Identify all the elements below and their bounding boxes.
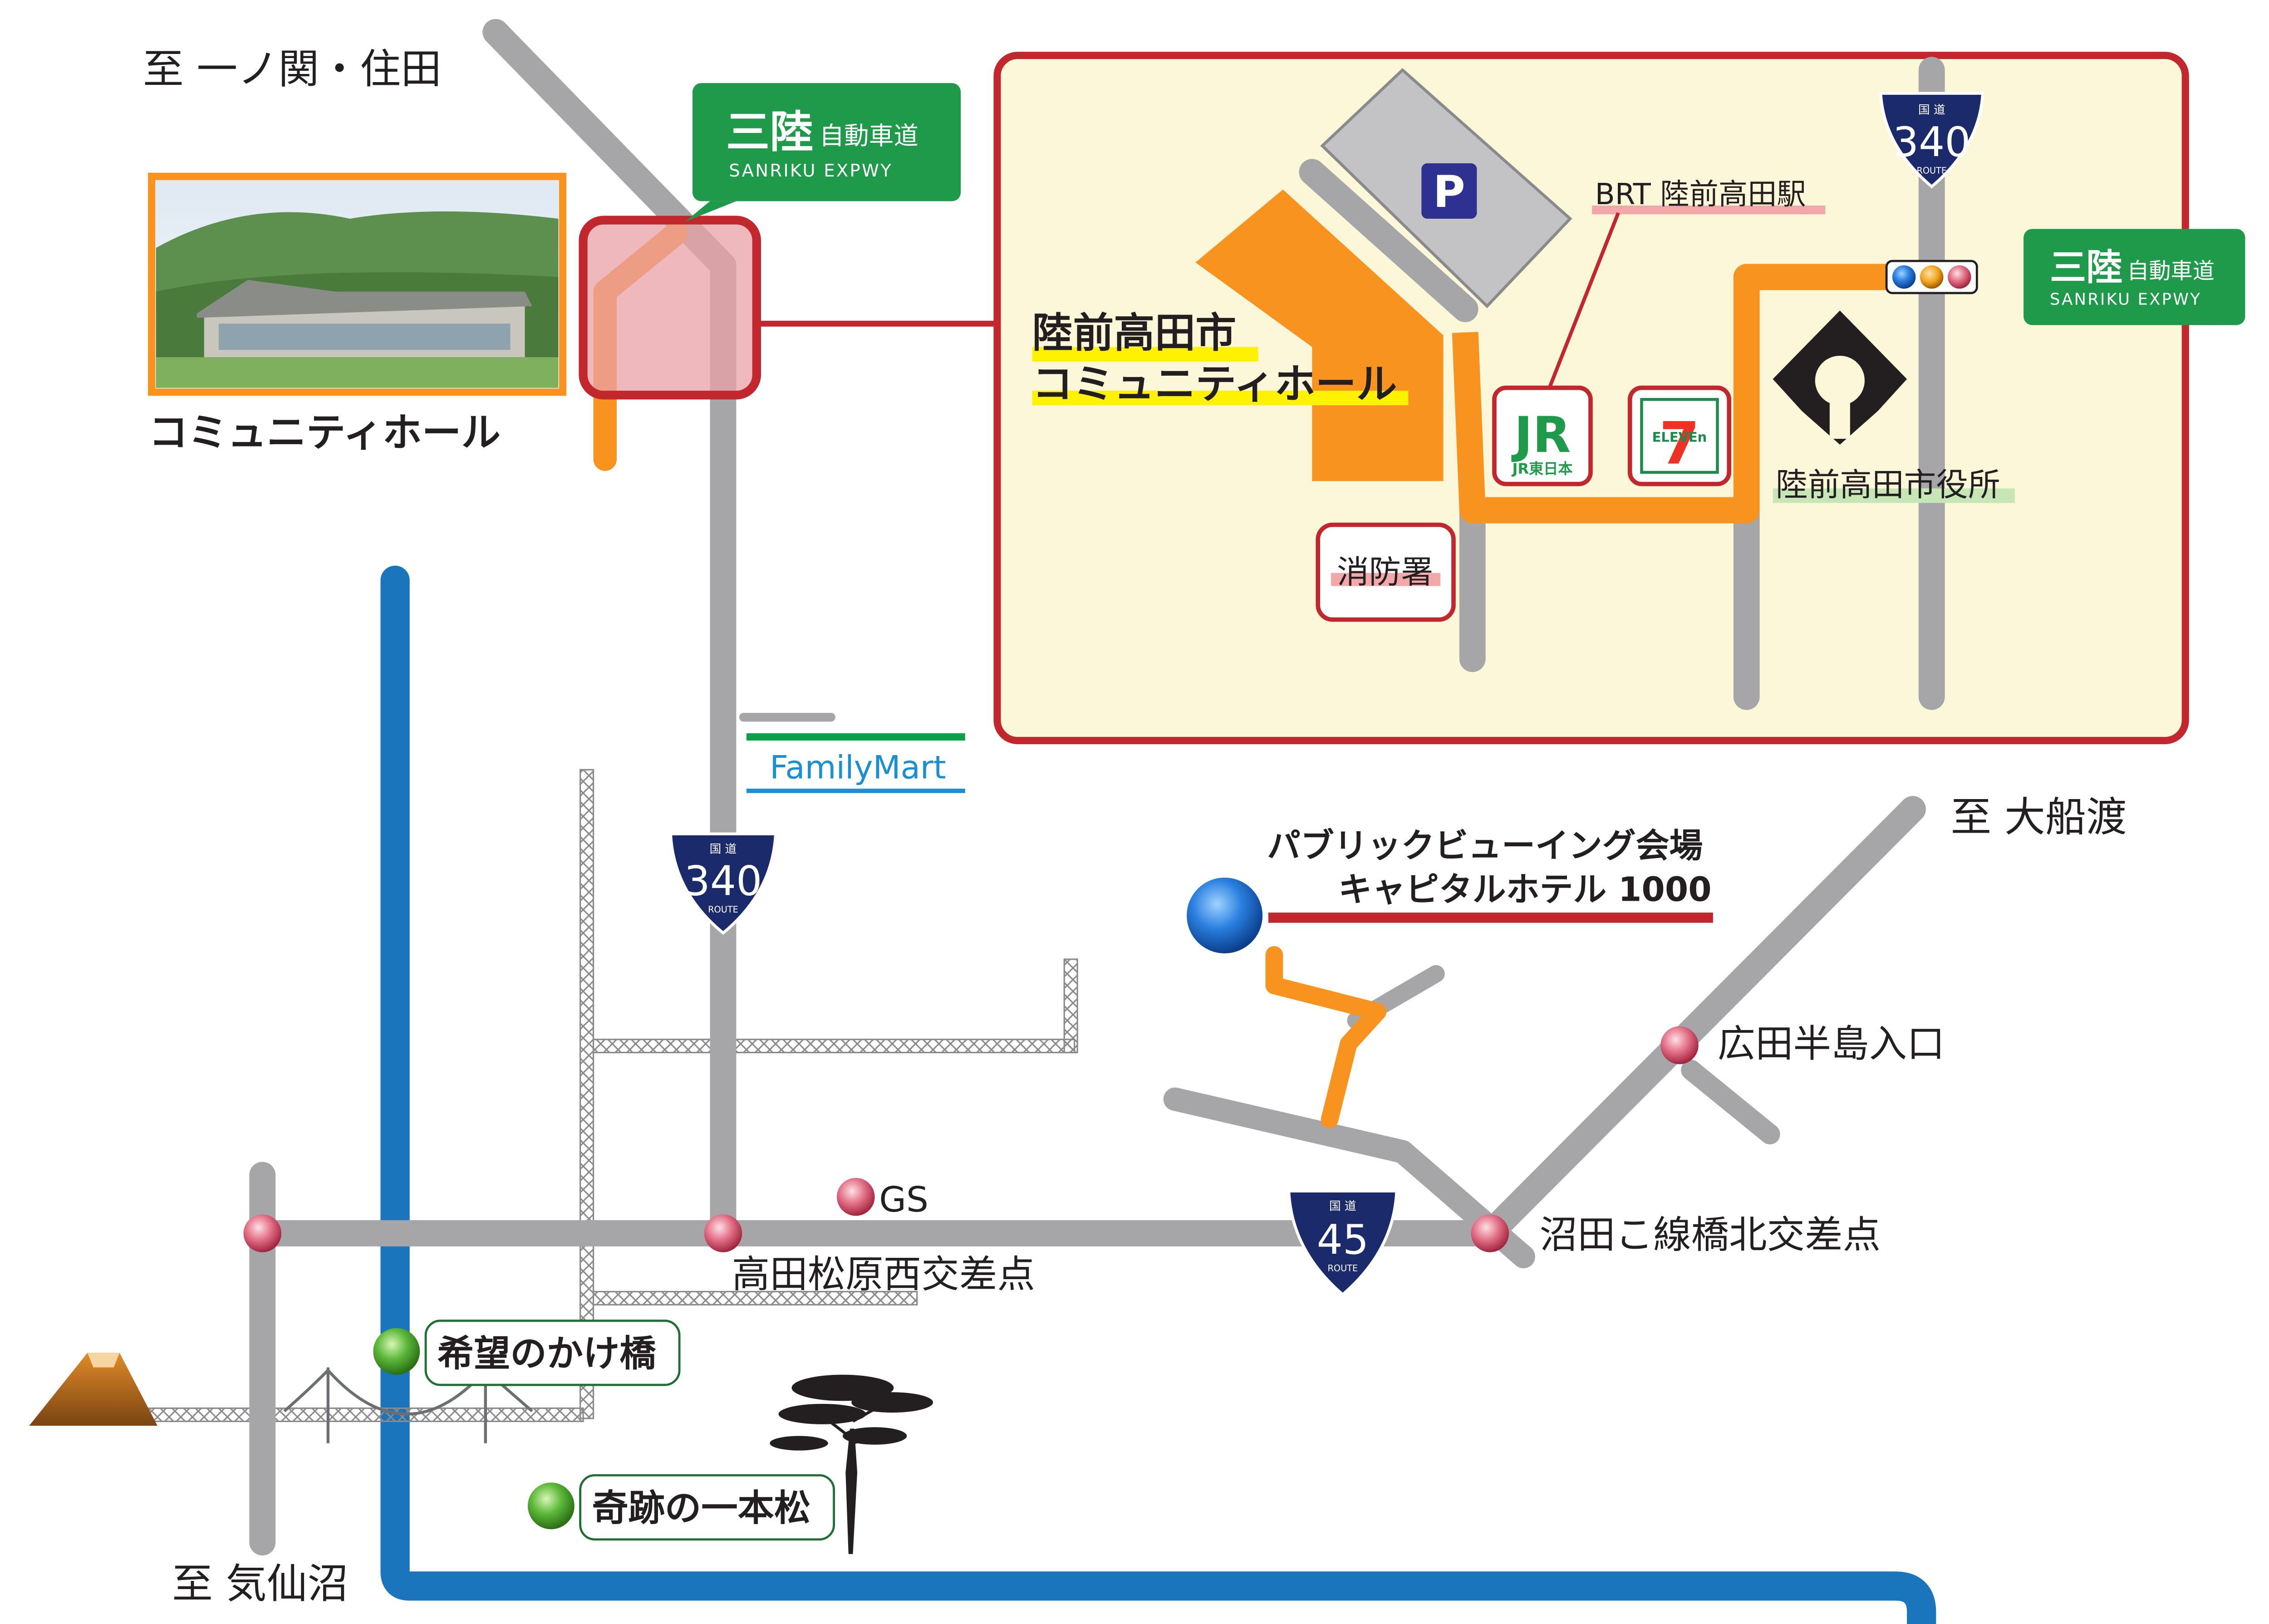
ippon-marker: 奇跡の一本松 [527,1474,835,1541]
parking-area: P [1320,68,1572,309]
svg-text:ELEVEn: ELEVEn [1652,429,1707,445]
svg-text:国 道: 国 道 [1329,1200,1356,1213]
direction-kesennuma: 至 気仙沼 [172,1560,348,1608]
expressway-name: 三陸 [726,107,814,158]
familymart-marker: FamilyMart [746,733,965,793]
svg-text:ROUTE: ROUTE [708,904,738,915]
expressway-name-en: SANRIKU EXPWY [729,161,893,181]
expressway-suffix: 自動車道 [820,121,918,150]
expressway-sign-left: 三陸 自動車道 SANRIKU EXPWY [685,83,961,222]
mountain-icon [29,1353,157,1426]
fire-station-text: 消防署 [1337,553,1433,591]
ippon-label: 奇跡の一本松 [592,1487,810,1529]
svg-text:340: 340 [1893,119,1971,166]
traffic-light-icon [1885,260,1978,294]
intersection-markers [243,1026,1699,1252]
pine-tree-icon [770,1374,933,1554]
city-hall-text: 陸前高田市役所 [1776,466,2000,503]
svg-text:JR: JR [1511,406,1571,464]
inset-map: P 陸前高田市 コミュニティホール BRT 陸前高田駅 JR JR東日本 7 E… [993,52,2189,745]
svg-text:7: 7 [1659,410,1699,478]
route-340-sign-inset: 国 道 340 ROUTE [1879,92,1984,189]
svg-text:JR東日本: JR東日本 [1511,460,1572,477]
svg-text:ROUTE: ROUTE [1916,165,1947,176]
brt-station-text: BRT 陸前高田駅 [1595,177,1806,211]
svg-text:45: 45 [1317,1217,1369,1264]
venue-name-line1: 陸前高田市 [1032,310,1237,357]
svg-text:自動車道: 自動車道 [2127,259,2215,284]
brt-station-label: BRT 陸前高田駅 [1547,177,1826,392]
public-viewing-marker: パブリックビューイング会場 キャピタルホテル 1000 [1187,826,1713,954]
svg-text:340: 340 [684,858,762,905]
railway-lines [145,769,1078,1422]
svg-text:国 道: 国 道 [1918,103,1945,117]
seven-eleven-icon: 7 ELEVEn [1627,385,1732,486]
direction-ofunato: 至 大船渡 [1951,794,2127,841]
svg-text:SANRIKU EXPWY: SANRIKU EXPWY [2050,290,2201,309]
river [380,565,1936,1624]
public-viewing-line1: パブリックビューイング会場 [1267,826,1703,865]
photo-caption: コミュニティホール [149,410,501,456]
route-340-sign: 国 道 340 ROUTE [669,832,777,935]
parking-icon: P [1433,167,1465,217]
gs-label: GS [879,1179,928,1220]
svg-text:ROUTE: ROUTE [1328,1263,1358,1273]
jr-station-icon: JR JR東日本 [1492,385,1593,486]
route-45-sign: 国 道 45 ROUTE [1287,1189,1399,1297]
direction-ichinoseki: 至 一ノ関・住田 [143,46,442,93]
kibou-marker: 希望のかけ橋 [373,1320,681,1386]
fire-station-label: 消防署 [1316,522,1456,622]
venue-photo: コミュニティホール [148,172,567,456]
city-hall-emblem-icon [1773,310,1907,445]
city-hall-label: 陸前高田市役所 [1773,466,2015,503]
expressway-sign-right: 三陸 自動車道 SANRIKU EXPWY [2023,229,2245,325]
inset-connector [579,216,997,400]
familymart-label: FamilyMart [770,749,946,786]
public-viewing-line2: キャピタルホテル 1000 [1338,870,1711,909]
svg-text:三陸: 三陸 [2050,246,2123,289]
matsubara-label: 高田松原西交差点 [732,1252,1035,1296]
numata-label: 沼田こ線橋北交差点 [1540,1212,1881,1257]
venue-label: 陸前高田市 コミュニティホール [1032,310,1409,408]
hirota-label: 広田半島入口 [1717,1021,1945,1066]
svg-text:国 道: 国 道 [710,842,737,856]
kibou-label: 希望のかけ橋 [437,1332,656,1374]
venue-building [1195,189,1444,481]
venue-name-line2: コミュニティホール [1032,361,1397,408]
